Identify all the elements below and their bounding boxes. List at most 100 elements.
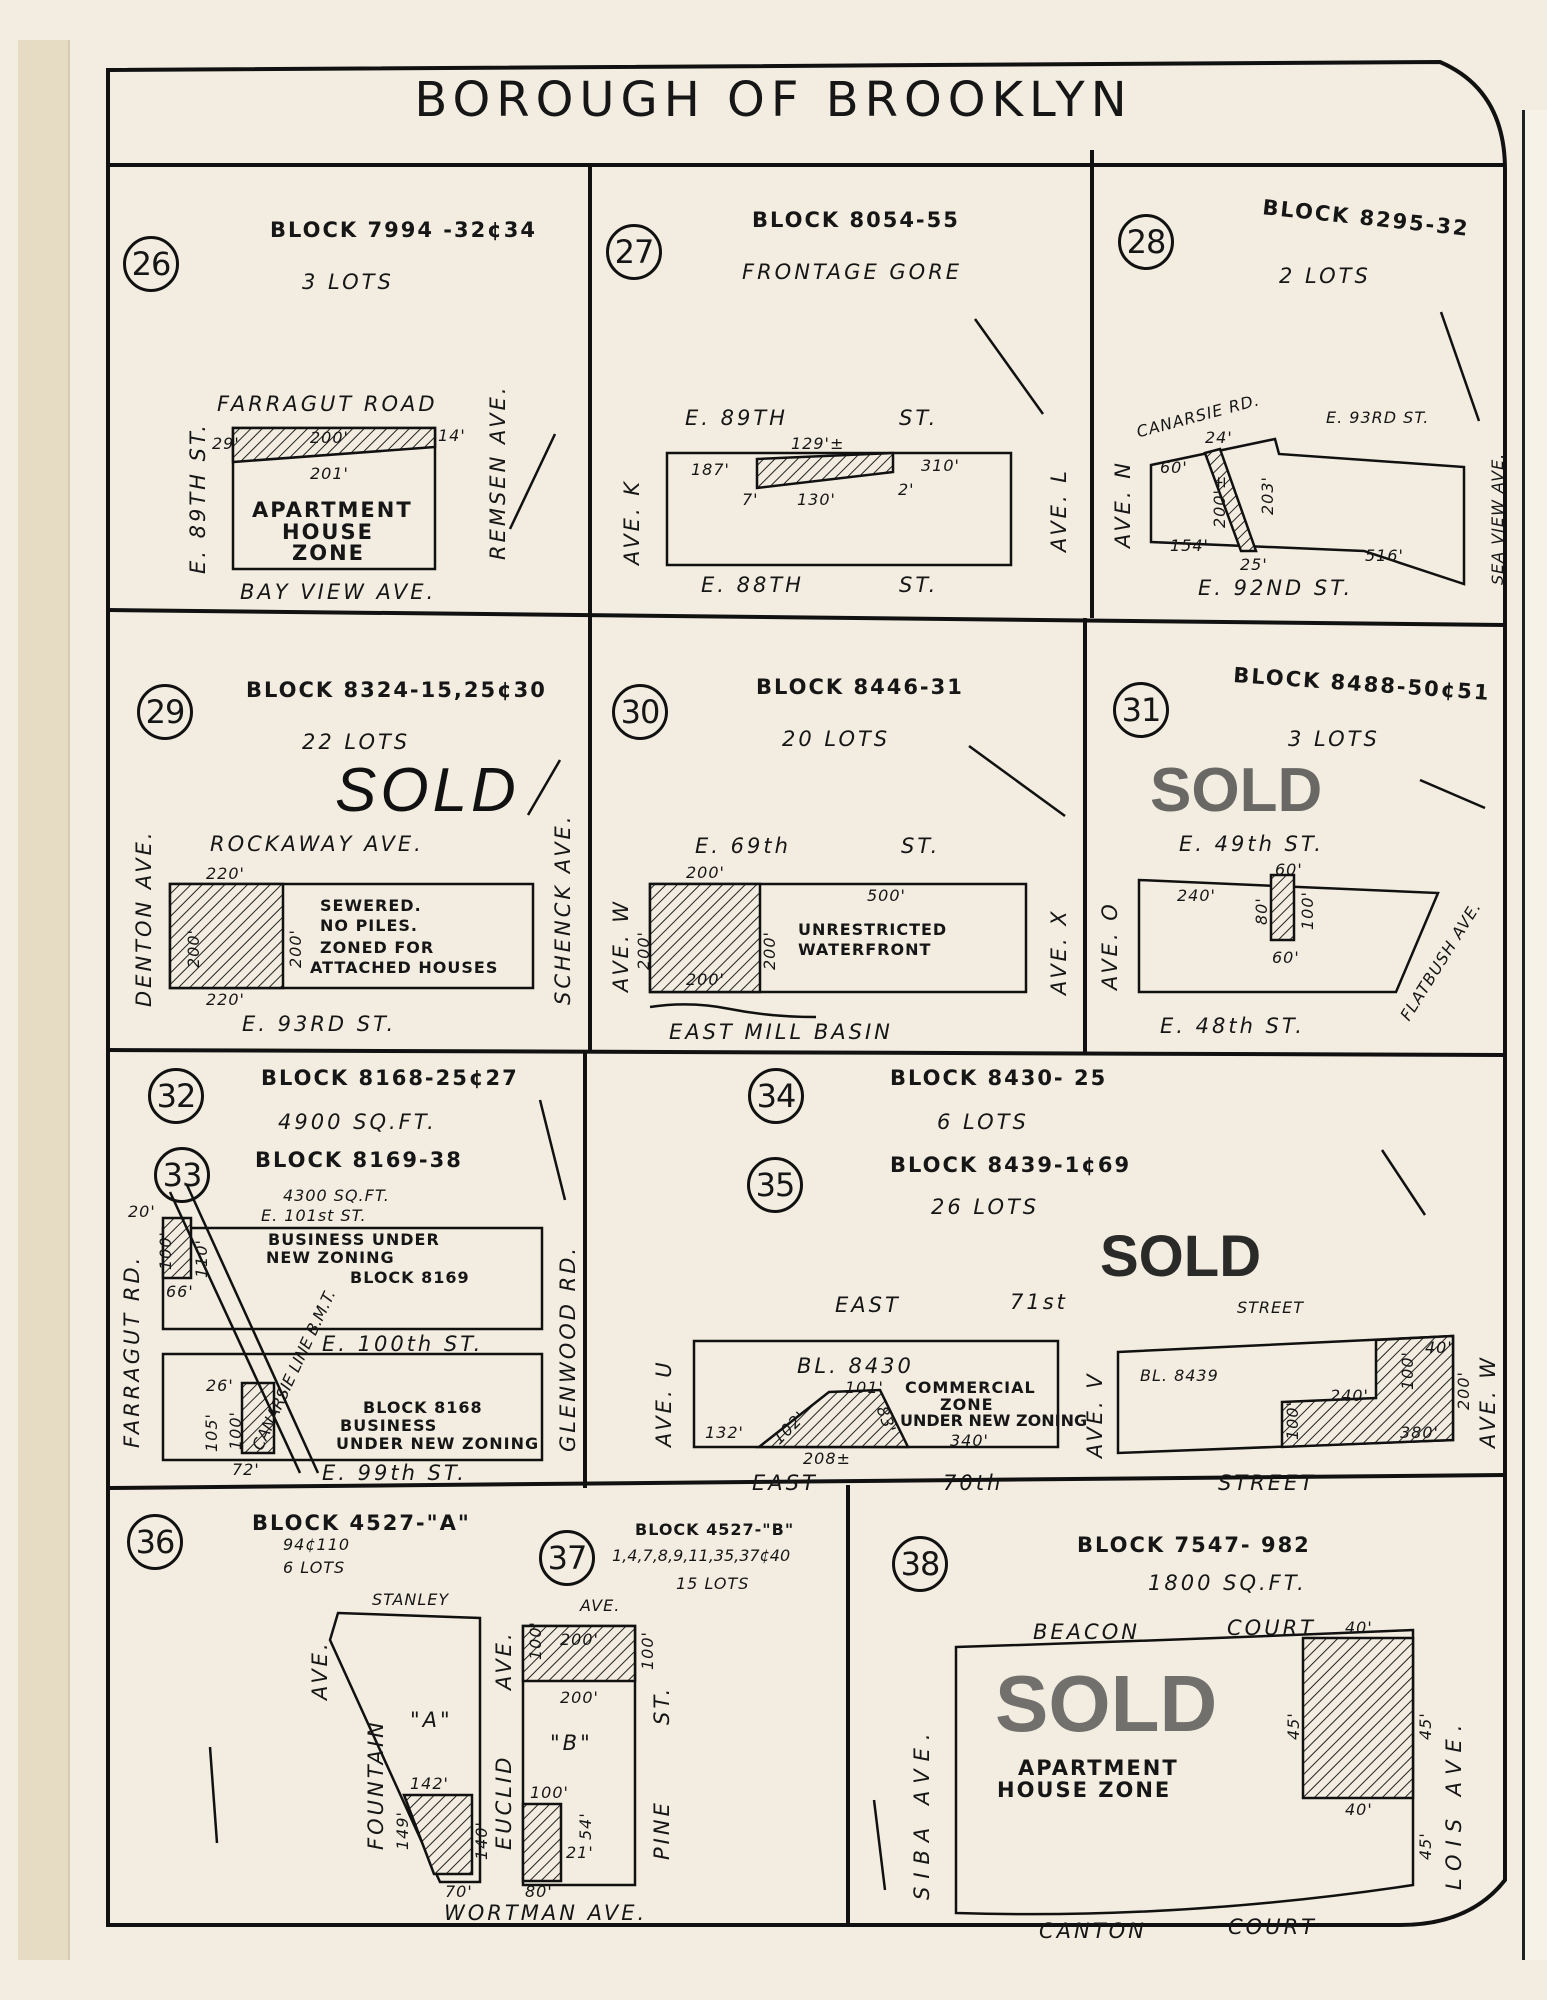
street-label: AVE. N: [1111, 459, 1135, 548]
north-arrow-32: [538, 1099, 567, 1201]
dimension: 208±: [803, 1449, 851, 1468]
north-arrow-28: [1439, 311, 1481, 422]
street-label: E. 88TH: [701, 573, 804, 597]
lot-number-37: 37: [539, 1530, 595, 1586]
dimension: 25': [1240, 555, 1268, 574]
dimension: 100': [530, 1783, 569, 1802]
note-label: ATTACHED HOUSES: [310, 958, 499, 977]
dimension: 60': [1272, 948, 1300, 967]
street-label: FARRAGUT ROAD: [217, 392, 438, 416]
parcel-label: "A": [410, 1708, 453, 1732]
row-divider-1: [107, 608, 1506, 627]
dimension: 516': [1365, 546, 1404, 565]
dimension: 66': [166, 1282, 194, 1301]
lot-37-hatch-bottom: [521, 1802, 563, 1883]
zone-label: HOUSE: [282, 520, 374, 544]
lot-number-33: 33: [154, 1147, 210, 1203]
lot-31-hatch: [1269, 873, 1296, 942]
lot-number-32: 32: [148, 1068, 204, 1124]
note-label: NO PILES.: [320, 916, 418, 935]
lot-38-hatch: [1301, 1636, 1415, 1800]
zone-label: HOUSE ZONE: [997, 1778, 1172, 1802]
area-label: 4300 SQ.FT.: [283, 1186, 390, 1205]
block-label: BLOCK 8439-1¢69: [890, 1153, 1132, 1177]
street-label: ST.: [901, 834, 941, 858]
street-label: REMSEN AVE.: [486, 384, 510, 560]
north-arrow-30: [968, 744, 1066, 818]
dimension: 200': [286, 929, 305, 968]
street-label: E. 100th ST.: [322, 1332, 484, 1356]
zone-label: ZONE: [292, 541, 365, 565]
dimension: 110': [192, 1239, 211, 1278]
dimension: 154': [1170, 536, 1209, 555]
dimension: 310': [921, 456, 960, 475]
street-label: COURT: [1227, 1616, 1316, 1640]
note-label: UNDER NEW ZONING: [336, 1434, 540, 1453]
street-label: E. 89TH: [685, 406, 788, 430]
note-label: NEW ZONING: [266, 1248, 395, 1267]
lot-28-hatch: [1203, 447, 1258, 553]
dimension: 340': [950, 1431, 989, 1450]
dimension: 220': [206, 864, 245, 883]
zone-label: APARTMENT: [252, 498, 413, 522]
block-label: BLOCK 4527-"A": [252, 1511, 471, 1535]
lot-36-hatch: [402, 1793, 474, 1876]
street-label: SIBA AVE.: [910, 1725, 934, 1900]
block-label: BLOCK 8169-38: [255, 1148, 463, 1172]
street-label: ST.: [899, 406, 939, 430]
dimension: 45': [1416, 1712, 1435, 1740]
page-frame: [106, 59, 1507, 1927]
page-edge: [18, 40, 70, 1960]
row-divider-2: [107, 1048, 1506, 1057]
note-label: WATERFRONT: [798, 940, 932, 959]
dimension: 29': [212, 434, 240, 453]
block-label: BLOCK 8054-55: [752, 208, 960, 232]
dimension: 40': [1425, 1338, 1453, 1357]
dimension: 100': [1398, 1351, 1417, 1390]
lots-label: 3 LOTS: [1288, 727, 1380, 751]
dimension: 45': [1416, 1832, 1435, 1860]
dimension: 60': [1275, 860, 1303, 879]
lots-sublabel: 1,4,7,8,9,11,35,37¢40: [612, 1546, 791, 1565]
street-label: EAST: [835, 1293, 901, 1317]
street-label: AVE. W: [609, 898, 633, 992]
dimension: 2': [898, 480, 915, 499]
dimension: 100': [638, 1631, 657, 1670]
street-label: E. 49th ST.: [1179, 832, 1324, 856]
area-label: 4900 SQ.FT.: [278, 1110, 437, 1134]
street-label: WORTMAN AVE.: [444, 1901, 648, 1925]
lots-label: 15 LOTS: [676, 1574, 750, 1593]
dimension: 142': [410, 1774, 449, 1793]
street-label: GLENWOOD RD.: [556, 1244, 580, 1452]
lots-label: 2 LOTS: [1279, 264, 1371, 288]
parcel-label: "B": [550, 1731, 593, 1755]
dimension: 200'±: [1210, 474, 1229, 528]
zone-label: APARTMENT: [1018, 1756, 1179, 1780]
street-label: E. 101st ST.: [261, 1206, 367, 1225]
note-label: ZONED FOR: [320, 938, 435, 957]
sold-stamp: SOLD: [995, 1659, 1218, 1748]
street-label: E. 89TH ST.: [186, 422, 210, 574]
street-label: AVE. K: [620, 478, 644, 565]
plot-28: [1149, 437, 1466, 586]
dimension: 14': [438, 426, 466, 445]
dimension: 72': [232, 1460, 260, 1479]
note-label: UNRESTRICTED: [798, 920, 948, 939]
note-label: SEWERED.: [320, 896, 422, 915]
north-arrow-35: [1380, 1149, 1427, 1216]
dimension: 200': [184, 929, 203, 968]
dimension: 500': [867, 886, 906, 905]
dimension: 140': [472, 1821, 491, 1860]
block-sublabel: BL. 8439: [1140, 1366, 1219, 1385]
lot-33-hatch: [161, 1216, 193, 1280]
lots-label: 26 LOTS: [931, 1195, 1040, 1219]
dimension: 200': [760, 931, 779, 970]
canarsie-line: [185, 1184, 320, 1474]
lots-label: 6 LOTS: [937, 1110, 1029, 1134]
plot-31: [1137, 878, 1440, 994]
dimension: 149': [393, 1811, 412, 1850]
north-arrow-38: [872, 1799, 887, 1891]
lot-number-29: 29: [137, 684, 193, 740]
north-arrow-26: [508, 433, 557, 530]
